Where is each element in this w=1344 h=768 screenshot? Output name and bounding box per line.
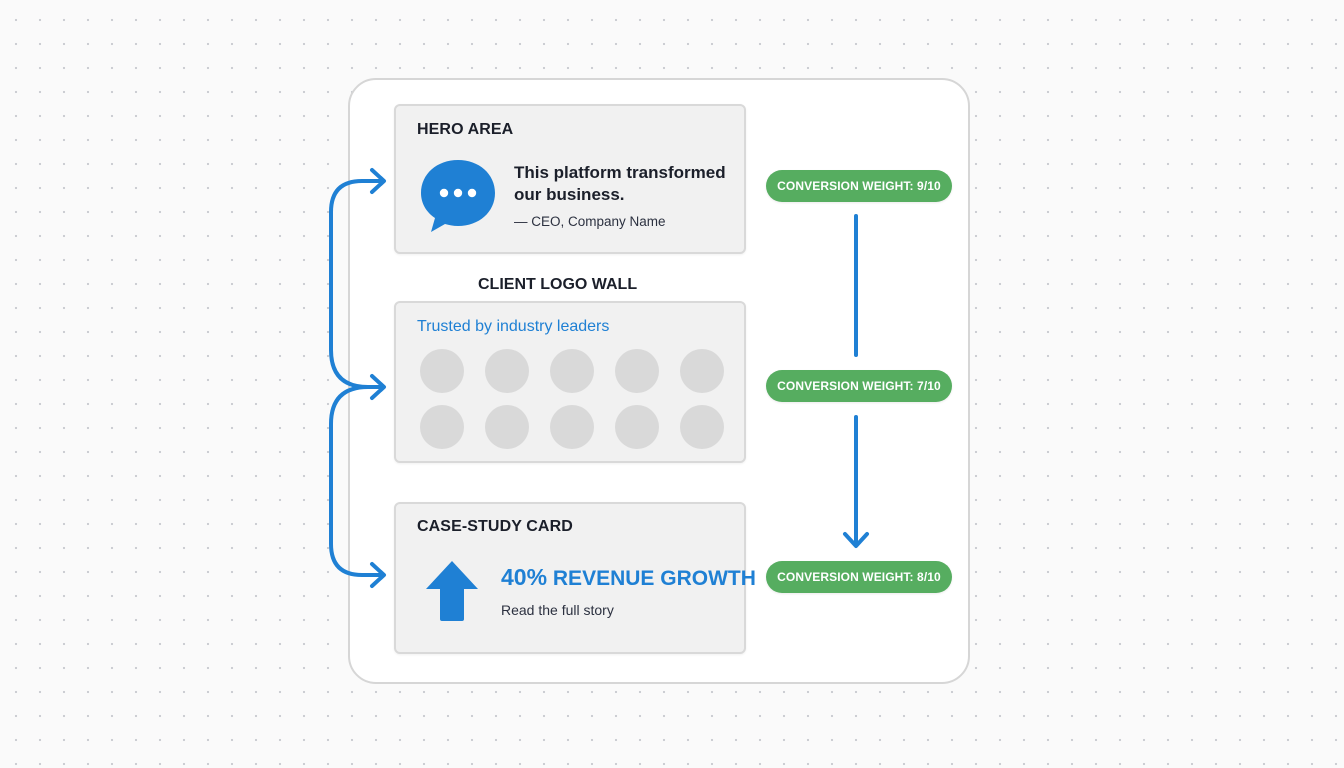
client-logo-placeholder [485, 349, 529, 393]
client-logo-placeholder [680, 349, 724, 393]
conversion-weight-logo-wall: CONVERSION WEIGHT: 7/10 [766, 370, 952, 402]
client-logo-placeholder [550, 349, 594, 393]
logo-grid [420, 349, 730, 449]
logo-wall-tagline: Trusted by industry leaders [417, 318, 610, 335]
read-full-story-link[interactable]: Read the full story [501, 602, 614, 618]
client-logo-placeholder [615, 405, 659, 449]
case-study-title: CASE-STUDY CARD [417, 518, 573, 535]
hero-area-title: HERO AREA [417, 121, 514, 138]
arrowhead-hero [370, 168, 386, 194]
headline-percent: 40% [501, 564, 548, 590]
connector-to-hero [329, 179, 384, 389]
conversion-weight-case-study: CONVERSION WEIGHT: 8/10 [766, 561, 952, 593]
client-logo-wall-card: Trusted by industry leaders [394, 301, 746, 463]
client-logo-placeholder [615, 349, 659, 393]
speech-bubble-icon [421, 160, 495, 232]
weight-arrowhead-down [843, 532, 869, 548]
client-logo-placeholder [680, 405, 724, 449]
arrowhead-logo-wall [370, 374, 386, 400]
hero-area-card: HERO AREA This platform transformed our … [394, 104, 746, 254]
arrowhead-case-study [370, 562, 386, 588]
connector-to-case-study [329, 385, 384, 577]
client-logo-placeholder [485, 405, 529, 449]
case-study-card: CASE-STUDY CARD 40% REVENUE GROWTH Read … [394, 502, 756, 654]
headline-text: REVENUE GROWTH [552, 567, 756, 590]
testimonial-author: — CEO, Company Name [514, 214, 666, 229]
client-logo-wall-title: CLIENT LOGO WALL [478, 276, 638, 293]
testimonial-quote: This platform transformed our business. [514, 163, 726, 204]
client-logo-placeholder [420, 349, 464, 393]
conversion-weight-hero: CONVERSION WEIGHT: 9/10 [766, 170, 952, 202]
client-logo-placeholder [550, 405, 594, 449]
case-study-headline: 40% REVENUE GROWTH [501, 564, 756, 591]
client-logo-placeholder [420, 405, 464, 449]
up-arrow-icon [426, 561, 478, 621]
